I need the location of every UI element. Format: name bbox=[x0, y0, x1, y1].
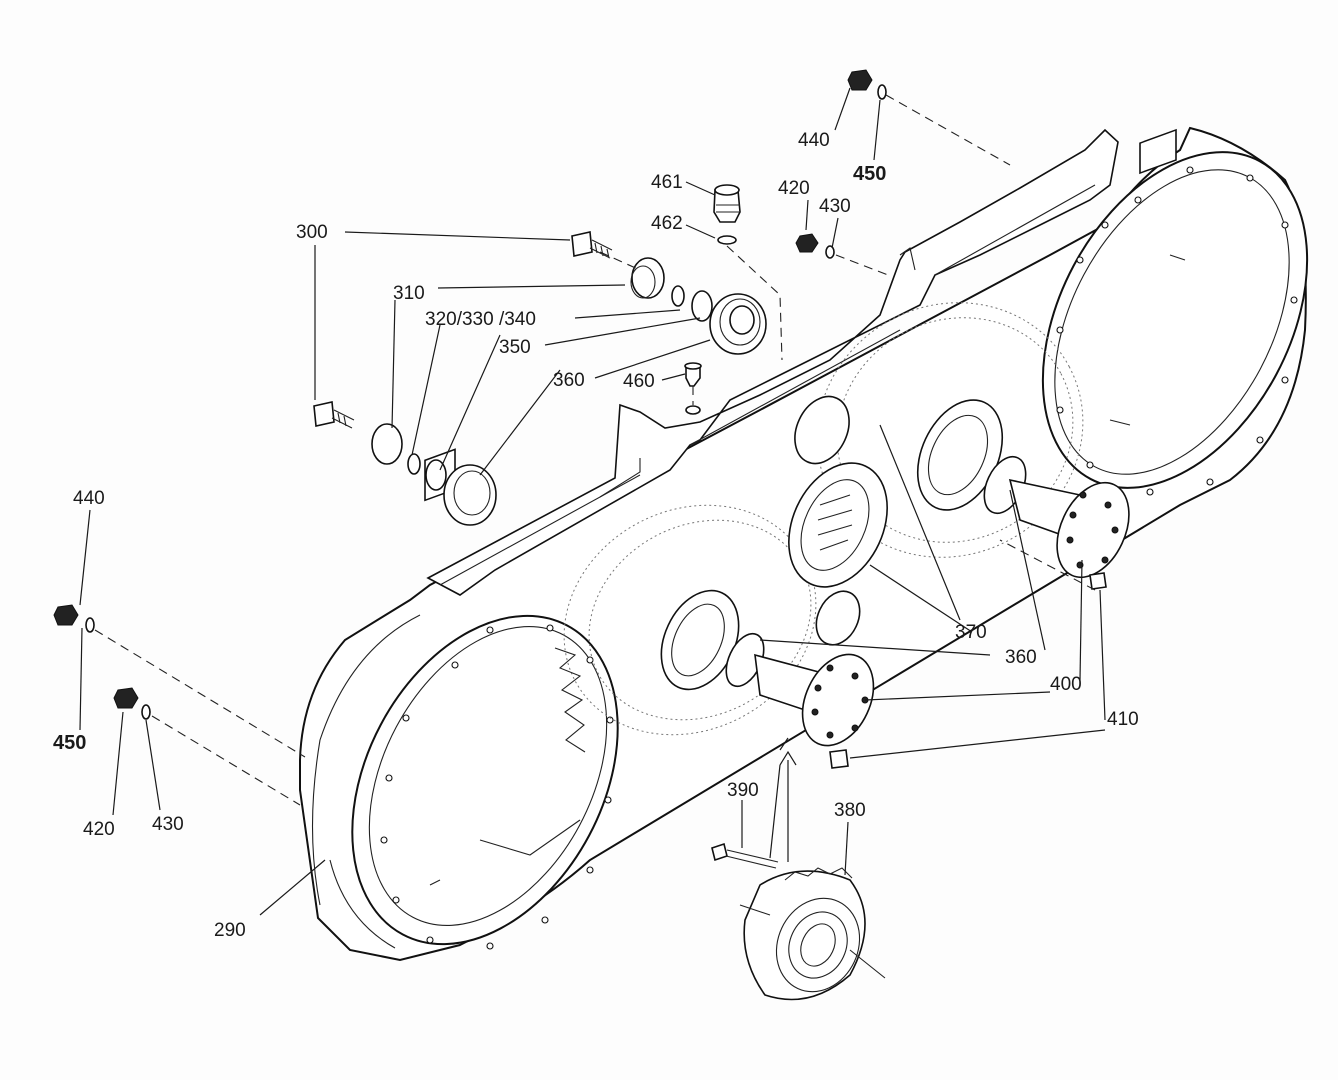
bearing-ports bbox=[660, 395, 1130, 747]
label-360-top: 360 bbox=[553, 370, 585, 391]
label-461: 461 bbox=[651, 172, 683, 193]
label-320-330-340: 320/330 /340 bbox=[425, 309, 536, 330]
label-450-left: 450 bbox=[53, 732, 86, 754]
label-390: 390 bbox=[727, 780, 759, 801]
label-350: 350 bbox=[499, 337, 531, 358]
small-parts bbox=[53, 69, 1107, 1001]
label-462: 462 bbox=[651, 213, 683, 234]
leader-lines bbox=[79, 87, 1106, 916]
label-440-top: 440 bbox=[798, 130, 830, 151]
label-440-left: 440 bbox=[73, 488, 105, 509]
label-460: 460 bbox=[623, 371, 655, 392]
label-420-left: 420 bbox=[83, 819, 115, 840]
label-370: 370 bbox=[955, 622, 987, 643]
label-420-top: 420 bbox=[778, 178, 810, 199]
label-450-top: 450 bbox=[853, 163, 886, 185]
label-410: 410 bbox=[1107, 709, 1139, 730]
label-360-right: 360 bbox=[1005, 647, 1037, 668]
label-300: 300 bbox=[296, 222, 328, 243]
label-310: 310 bbox=[393, 283, 425, 304]
label-380: 380 bbox=[834, 800, 866, 821]
label-430-top: 430 bbox=[819, 196, 851, 217]
label-400: 400 bbox=[1050, 674, 1082, 695]
label-290: 290 bbox=[214, 920, 246, 941]
label-430-left: 430 bbox=[152, 814, 184, 835]
part-labels: 440 450 461 462 420 430 300 310 320/330 … bbox=[53, 130, 1139, 941]
